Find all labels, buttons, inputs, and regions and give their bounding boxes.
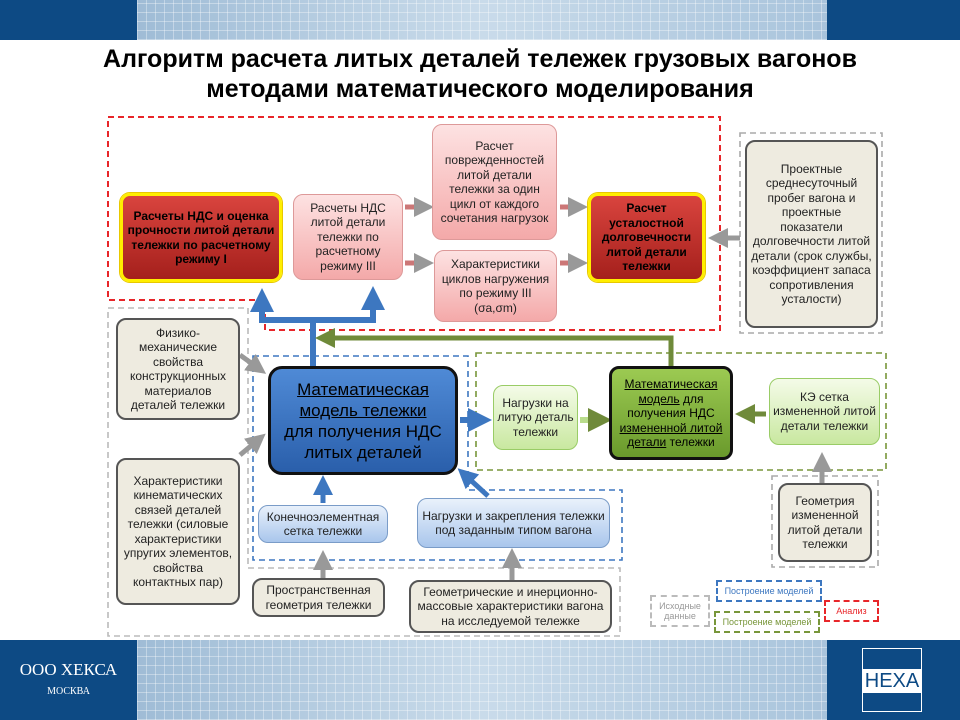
company-city: МОСКВА [47, 686, 90, 697]
cast-loads-box: Нагрузки на литую деталь тележки [493, 385, 578, 450]
changed-geometry-box: Геометрия измененной литой детали тележк… [778, 483, 872, 562]
blue-region [252, 355, 623, 561]
green-model-box: Математическая модель для получения НДС … [609, 366, 733, 460]
legend-analysis: Анализ [824, 600, 879, 622]
header-band [0, 0, 960, 40]
durability-box: Расчет усталостной долговечности литой д… [588, 193, 705, 282]
legend-blue: Построение моделей [716, 580, 822, 602]
design-params-box: Проектные среднесуточный пробег вагона и… [745, 140, 878, 328]
fem-mesh-box: Конечноэлементная сетка тележки [258, 505, 388, 543]
hexa-logo: HEXA [862, 648, 922, 712]
footer-band: ООО ХЕКСА МОСКВА HEXA [0, 640, 960, 720]
analysis-region [107, 116, 721, 331]
loads-box: Нагрузки и закрепления тележки под задан… [417, 498, 610, 548]
cycles-box: Характеристики циклов нагружения по режи… [434, 250, 557, 322]
ke-mesh-box: КЭ сетка измененной литой детали тележки [769, 378, 880, 445]
legend-source: Исходные данные [650, 595, 710, 627]
kinematic-box: Характеристики кинематических связей дет… [116, 458, 240, 605]
nds-mode-iii-box: Расчеты НДС литой детали тележки по расч… [293, 194, 403, 280]
company-name: ООО ХЕКСА [19, 660, 118, 679]
damage-box: Расчет поврежденностей литой детали теле… [432, 124, 557, 240]
design-region [739, 132, 883, 334]
nds-mode-i-box: Расчеты НДС и оценка прочности литой дет… [120, 193, 282, 282]
source-region-left [107, 307, 621, 637]
physmech-box: Физико-механические свойства конструкцио… [116, 318, 240, 420]
geom-region [771, 475, 879, 568]
geom-inertia-box: Геометрические и инерционно-массовые хар… [409, 580, 612, 633]
legend-green: Построение моделей [714, 611, 820, 633]
spatial-geometry-box: Пространственная геометрия тележки [252, 578, 385, 617]
page-title: Алгоритм расчета литых деталей тележек г… [103, 45, 857, 103]
